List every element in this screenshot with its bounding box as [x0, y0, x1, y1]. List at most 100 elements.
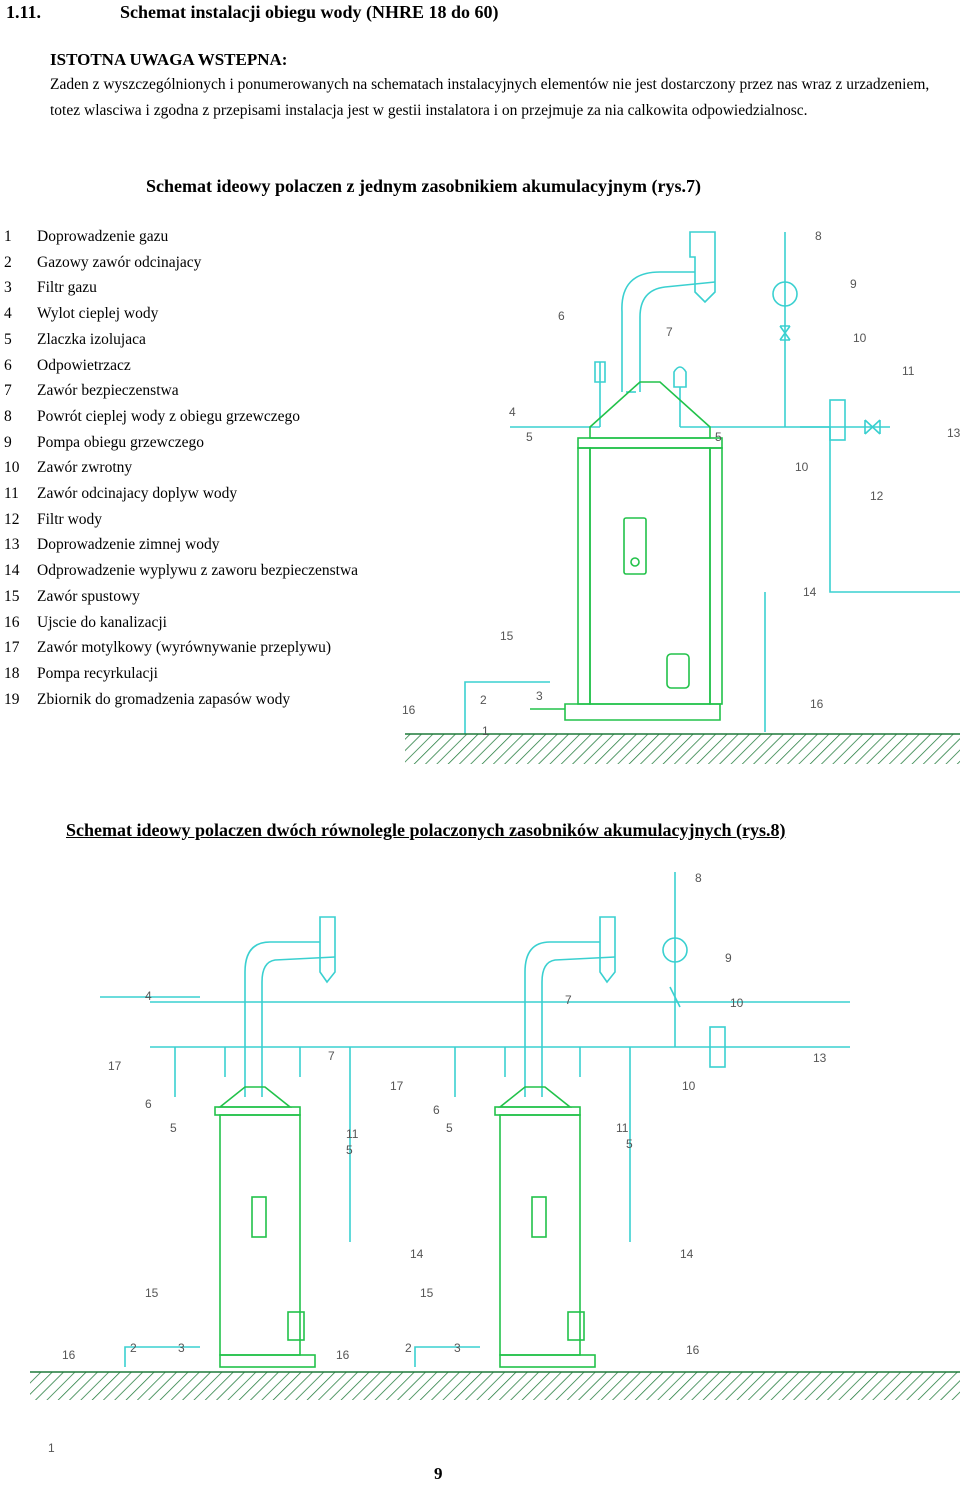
- callout: 16: [62, 1348, 76, 1362]
- callout: 4: [145, 989, 152, 1003]
- callout: 5: [626, 1137, 633, 1151]
- callout: 4: [509, 405, 516, 419]
- legend-item: 3 Filtr gazu: [4, 275, 382, 301]
- callout: 14: [410, 1247, 424, 1261]
- callout: 3: [454, 1341, 461, 1355]
- legend-number: 5: [4, 330, 12, 348]
- legend-number: 13: [4, 536, 20, 554]
- callout: 8: [695, 871, 702, 885]
- legend-text: Filtr wody: [37, 510, 103, 528]
- legend-text: Zawór spustowy: [37, 587, 140, 605]
- legend-number: 19: [4, 690, 20, 708]
- legend-item: 14 Odprowadzenie wyplywu z zaworu bezpiec…: [4, 558, 382, 584]
- callout: 17: [108, 1059, 122, 1073]
- figure7-diagram: 8 9 6 7 10 11 4 5 5 13 10 12 14 15 2 3 1…: [402, 229, 960, 764]
- legend-text: Zbiornik do gromadzenia zapasów wody: [37, 690, 291, 708]
- callout: 10: [730, 996, 744, 1010]
- legend-number: 15: [4, 587, 20, 605]
- legend-text: Odprowadzenie wyplywu z zaworu bezpiecze…: [37, 562, 359, 580]
- legend-item: 18 Pompa recyrkulacji: [4, 661, 382, 687]
- callout: 3: [536, 689, 543, 703]
- callout: 6: [433, 1103, 440, 1117]
- legend-number: 2: [4, 253, 12, 271]
- legend-number: 3: [4, 279, 12, 297]
- legend-number: 10: [4, 459, 20, 477]
- note-body: Zaden z wyszczególnionych i ponumerowany…: [50, 76, 930, 119]
- legend-text: Powrót cieplej wody z obiegu grzewczego: [37, 407, 300, 425]
- legend-number: 4: [4, 305, 12, 323]
- legend-text: Wylot cieplej wody: [37, 305, 159, 323]
- legend-text: Pompa recyrkulacji: [37, 664, 158, 682]
- legend-number: 14: [4, 562, 20, 580]
- legend-text: Zawór motylkowy (wyrównywanie przeplywu): [37, 639, 331, 657]
- callout: 9: [725, 951, 732, 965]
- callout: 10: [853, 331, 867, 345]
- legend-text: Ujscie do kanalizacji: [37, 613, 167, 631]
- callout: 2: [405, 1341, 412, 1355]
- callout: 2: [480, 693, 487, 707]
- legend-text: Doprowadzenie gazu: [37, 228, 169, 245]
- callout: 17: [390, 1079, 404, 1093]
- legend-item: 4 Wylot cieplej wody: [4, 301, 382, 327]
- legend-number: 11: [4, 485, 19, 503]
- callout: 16: [402, 703, 416, 717]
- callout: 6: [145, 1097, 152, 1111]
- legend-text: Zawór bezpieczenstwa: [37, 382, 179, 400]
- legend-number: 17: [4, 639, 20, 657]
- legend-number: 18: [4, 664, 20, 682]
- section-number: 1.11.: [6, 2, 42, 22]
- callout: 5: [446, 1121, 453, 1135]
- legend-item: 11 Zawór odcinajacy doplyw wody: [4, 481, 382, 507]
- callout: 5: [526, 430, 533, 444]
- section-title: Schemat instalacji obiegu wody (NHRE 18 …: [120, 2, 499, 22]
- legend-item: 9 Pompa obiegu grzewczego: [4, 430, 382, 456]
- callout: 5: [170, 1121, 177, 1135]
- legend-text: Zlaczka izolujaca: [37, 330, 146, 348]
- legend-item: 13 Doprowadzenie zimnej wody: [4, 532, 382, 558]
- legend-text: Filtr gazu: [37, 279, 97, 297]
- legend-text: Doprowadzenie zimnej wody: [37, 536, 220, 554]
- legend-item: 8 Powrót cieplej wody z obiegu grzewczego: [4, 404, 382, 430]
- legend-item: 12 Filtr wody: [4, 507, 382, 533]
- legend-text: Zawór odcinajacy doplyw wody: [37, 485, 238, 503]
- legend-text: Pompa obiegu grzewczego: [37, 433, 204, 451]
- callout: 16: [810, 697, 824, 711]
- figure8-diagram: 8 9 4 7 7 10 17 13 17 10 6 5 11 5 6 5 11…: [30, 871, 960, 1455]
- callout: 6: [558, 309, 565, 323]
- callout: 15: [420, 1286, 434, 1300]
- legend-item: 17 Zawór motylkowy (wyrównywanie przeplyw…: [4, 635, 382, 661]
- callout: 14: [803, 585, 817, 599]
- callout: 7: [666, 325, 673, 339]
- callout: 2: [130, 1341, 137, 1355]
- callout: 13: [813, 1051, 827, 1065]
- legend-number: 7: [4, 382, 12, 400]
- legend-item: 16 Ujscie do kanalizacji: [4, 610, 382, 636]
- legend-number: 8: [4, 407, 12, 425]
- legend-item: 19 Zbiornik do gromadzenia zapasów wody: [4, 687, 382, 713]
- callout: 16: [336, 1348, 350, 1362]
- callout: 9: [850, 277, 857, 291]
- legend-item: 7 Zawór bezpieczenstwa: [4, 378, 382, 404]
- callout: 1: [48, 1441, 55, 1455]
- note-title: ISTOTNA UWAGA WSTEPNA:: [50, 50, 288, 69]
- page-number: 9: [434, 1464, 443, 1483]
- legend-item: 10 Zawór zwrotny: [4, 455, 382, 481]
- callout: 11: [902, 364, 915, 378]
- legend-number: 16: [4, 613, 20, 631]
- callout: 14: [680, 1247, 694, 1261]
- callout: 5: [715, 430, 722, 444]
- legend-text: Odpowietrzacz: [37, 356, 131, 374]
- legend-number: 9: [4, 433, 12, 451]
- legend-number: 12: [4, 510, 20, 528]
- callout: 7: [328, 1049, 335, 1063]
- callout: 16: [686, 1343, 700, 1357]
- legend-item: 15 Zawór spustowy: [4, 584, 382, 610]
- callout: 10: [795, 460, 809, 474]
- legend-text: Zawór zwrotny: [37, 459, 133, 477]
- callout: 15: [500, 629, 514, 643]
- callout: 5: [346, 1143, 353, 1157]
